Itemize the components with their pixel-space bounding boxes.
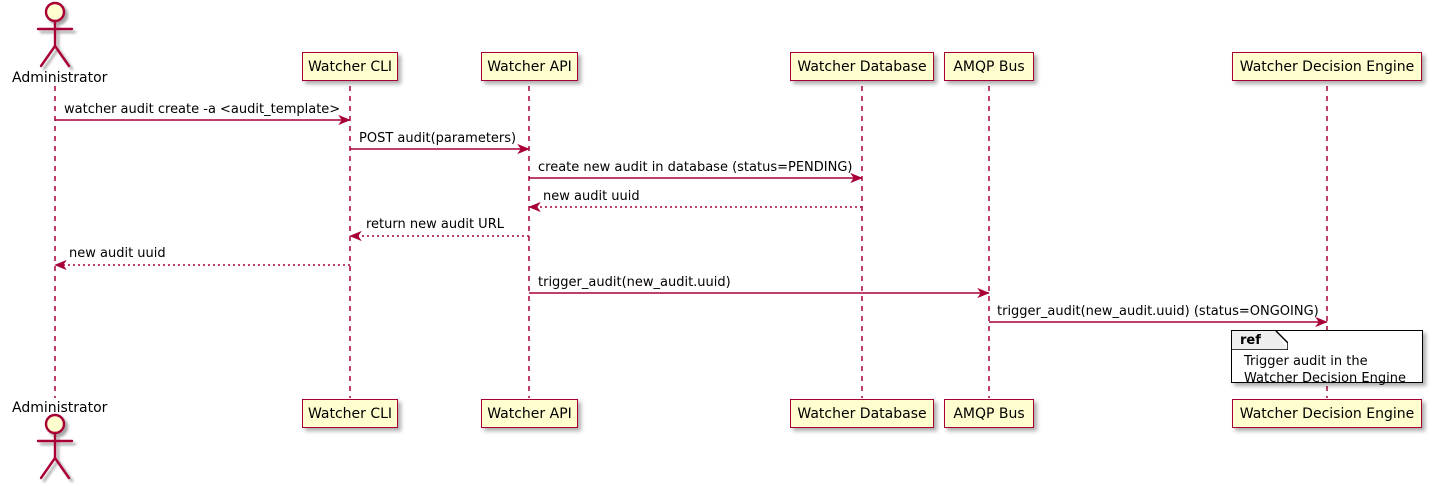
ref-fragment-line-2: Watcher Decision Engine <box>1244 371 1406 386</box>
message-label-2: POST audit(parameters) <box>359 131 517 146</box>
message-arrow-8 <box>989 316 1328 328</box>
participant-box-watcher-api-top[interactable]: Watcher API <box>481 52 578 81</box>
message-arrow-1 <box>55 114 351 126</box>
participant-box-watcher-cli-bottom[interactable]: Watcher CLI <box>302 399 398 428</box>
actor-figure-administrator-bottom <box>36 413 74 480</box>
participant-box-watcher-decision-engine-bottom[interactable]: Watcher Decision Engine <box>1232 399 1422 428</box>
participant-label-watcher-decision-engine-bottom: Watcher Decision Engine <box>1239 405 1415 422</box>
message-label-6: new audit uuid <box>69 246 166 261</box>
message-arrow-2 <box>350 143 530 155</box>
actor-figures-group <box>36 1 74 480</box>
message-label-1: watcher audit create -a <audit_template> <box>64 102 341 117</box>
participant-box-watcher-api-bottom[interactable]: Watcher API <box>481 399 578 428</box>
message-label-4: new audit uuid <box>543 189 640 204</box>
participant-label-watcher-cli-top: Watcher CLI <box>307 58 393 75</box>
participant-label-watcher-database-top: Watcher Database <box>797 58 927 75</box>
message-arrow-5 <box>349 230 529 242</box>
participant-label-watcher-api-top: Watcher API <box>487 58 572 75</box>
ref-fragment-title: ref <box>1240 333 1261 348</box>
message-arrow-3 <box>529 172 863 184</box>
participant-label-administrator-bottom: Administrator <box>12 400 108 416</box>
message-label-5: return new audit URL <box>366 217 504 232</box>
ref-fragment-tab-edge <box>1232 331 1288 350</box>
message-arrow-4 <box>528 201 862 213</box>
participant-label-administrator-top: Administrator <box>12 70 108 86</box>
participant-box-amqp-bus-bottom[interactable]: AMQP Bus <box>944 399 1034 428</box>
participant-label-amqp-bus-top: AMQP Bus <box>953 58 1025 75</box>
actor-figure-administrator-top <box>36 1 74 68</box>
participant-label-watcher-api-bottom: Watcher API <box>487 405 572 422</box>
message-label-8: trigger_audit(new_audit.uuid) (status=ON… <box>997 304 1319 319</box>
participant-box-watcher-database-top[interactable]: Watcher Database <box>790 52 934 81</box>
message-label-7: trigger_audit(new_audit.uuid) <box>538 275 731 290</box>
ref-fragment-line-1: Trigger audit in the <box>1244 354 1368 369</box>
participant-label-watcher-database-bottom: Watcher Database <box>797 405 927 422</box>
participant-box-watcher-decision-engine-top[interactable]: Watcher Decision Engine <box>1232 52 1422 81</box>
participant-label-watcher-cli-bottom: Watcher CLI <box>307 405 393 422</box>
ref-fragment-tab <box>1232 331 1288 350</box>
lifelines-group <box>54 86 1328 398</box>
participant-box-watcher-cli-top[interactable]: Watcher CLI <box>302 52 398 81</box>
participant-label-amqp-bus-bottom: AMQP Bus <box>953 405 1025 422</box>
message-arrow-7 <box>529 287 990 299</box>
participant-box-amqp-bus-top[interactable]: AMQP Bus <box>944 52 1034 81</box>
message-label-3: create new audit in database (status=PEN… <box>538 160 853 175</box>
messages-group <box>54 114 1328 328</box>
participant-box-watcher-database-bottom[interactable]: Watcher Database <box>790 399 934 428</box>
participant-label-watcher-decision-engine-top: Watcher Decision Engine <box>1239 58 1415 75</box>
message-arrow-6 <box>54 259 350 271</box>
